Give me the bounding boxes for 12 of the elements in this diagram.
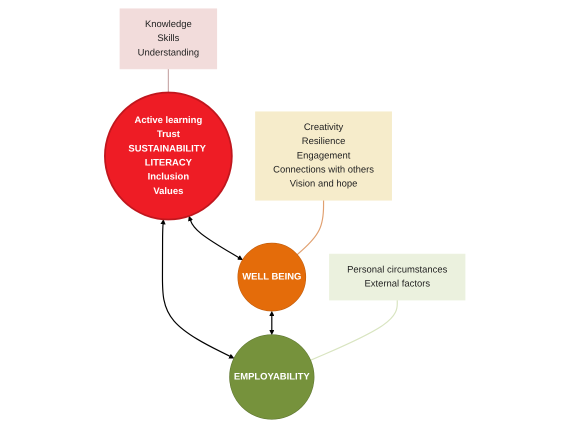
arrow — [188, 216, 243, 260]
connector — [168, 68, 169, 92]
connector — [296, 200, 324, 254]
node-circle: WELL BEING — [238, 242, 306, 311]
arrow — [269, 310, 274, 334]
node-circle: EMPLOYABILITY — [229, 334, 314, 420]
arrow — [160, 218, 234, 358]
node-box: Creativity Resilience Engagement Connections with others Vision and hope — [255, 110, 392, 200]
node-box: Personal circumstances External factors — [329, 253, 466, 300]
node-box: Knowledge Skills Understanding — [120, 8, 218, 69]
node-circle: Active learning Trust SUSTAINABILITY LITERACY Inclusion Values — [104, 91, 233, 220]
connector — [310, 300, 398, 360]
